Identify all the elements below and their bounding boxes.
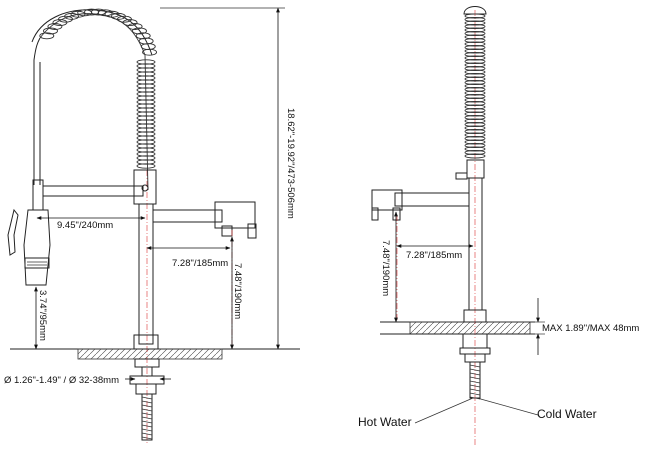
side-knob bbox=[455, 172, 468, 180]
right-view: 7.28"/185mm 7.48"/190mm MAX 1.89"/MAX 48… bbox=[358, 6, 639, 445]
label-cold-water: Cold Water bbox=[537, 407, 597, 421]
spring-coil-left bbox=[31, 9, 153, 191]
side-spout-head bbox=[214, 201, 256, 229]
column-body bbox=[138, 203, 154, 345]
supply-hose-left bbox=[141, 393, 153, 441]
mount-nut bbox=[135, 383, 157, 395]
right-spout-arm bbox=[394, 192, 470, 207]
label-spout-reach: 9.45"/240mm bbox=[57, 220, 113, 231]
label-side-height: 7.48"/190mm bbox=[232, 263, 243, 319]
label-hole-diameter: Ø 1.26"-1.49" / Ø 32-38mm bbox=[4, 375, 119, 386]
leader-cold bbox=[476, 397, 539, 416]
side-spout-tip bbox=[247, 223, 257, 239]
supply-hose-right bbox=[469, 361, 481, 400]
label-hot-water: Hot Water bbox=[358, 415, 412, 429]
sprayer-head bbox=[23, 209, 51, 286]
sprayer-band bbox=[24, 257, 50, 269]
right-spout-tip bbox=[371, 207, 379, 221]
coil-rings-right bbox=[464, 13, 486, 159]
label-right-height: 7.48"/190mm bbox=[380, 240, 391, 296]
column-collar bbox=[133, 169, 157, 205]
column-body-right bbox=[468, 177, 483, 311]
arm-bar bbox=[42, 185, 144, 197]
label-side-reach: 7.28"/185mm bbox=[172, 258, 228, 269]
label-handle-height: 3.74"/95mm bbox=[37, 290, 48, 341]
column-collar-right bbox=[466, 159, 485, 179]
deck-hatch-left bbox=[77, 348, 223, 360]
deck-hatch-right bbox=[409, 321, 531, 335]
handle-lever bbox=[7, 208, 19, 256]
column-base-right bbox=[463, 309, 487, 323]
spring-cap bbox=[463, 6, 487, 15]
side-spout-arm bbox=[152, 209, 223, 223]
collar-button bbox=[141, 184, 149, 192]
column-base bbox=[133, 334, 159, 350]
coil-rings-left bbox=[39, 8, 158, 169]
right-spout-head bbox=[371, 189, 403, 211]
mount-nut-top bbox=[134, 358, 160, 368]
left-view: 18.62"-19.92"/473-506mm 9.45"/240mm 7.28… bbox=[4, 7, 300, 445]
label-total-height: 18.62"-19.92"/473-506mm bbox=[285, 108, 296, 219]
label-right-reach: 7.28"/185mm bbox=[406, 250, 462, 261]
label-deck-thickness: MAX 1.89"/MAX 48mm bbox=[542, 323, 639, 334]
leader-hot bbox=[414, 397, 474, 424]
